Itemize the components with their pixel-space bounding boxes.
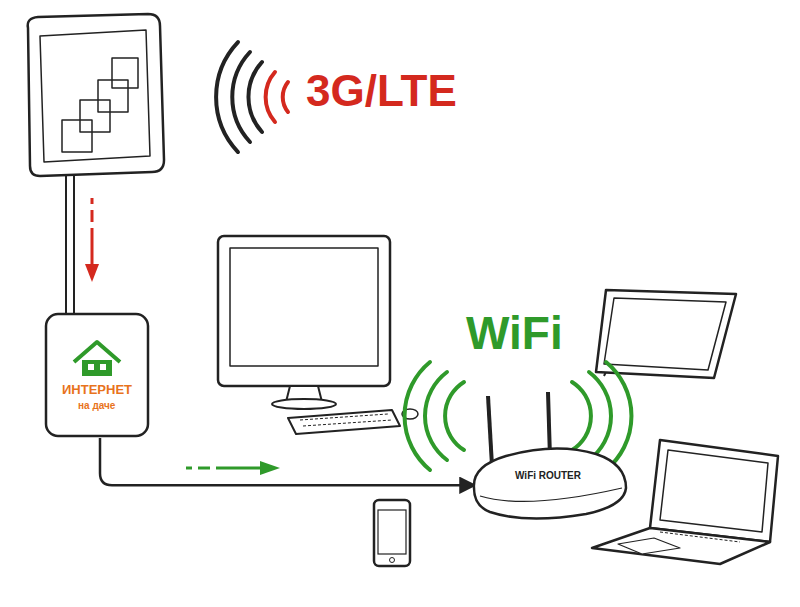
house-logo: [74, 342, 120, 376]
desktop-computer: [218, 236, 418, 434]
laptop: [592, 440, 778, 564]
cable: [100, 438, 475, 485]
lte-antenna: [28, 14, 164, 314]
tablet: [596, 290, 736, 378]
logo-subtitle: на даче: [78, 400, 115, 411]
network-label: 3G/LTE: [306, 66, 457, 116]
radio-waves: [216, 42, 288, 152]
wifi-label: WiFi: [466, 306, 563, 360]
logo-title: ИНТЕРНЕТ: [62, 382, 132, 397]
smartphone: [374, 500, 410, 566]
node-outline: [44, 312, 150, 438]
signal-arrow: [85, 198, 99, 282]
modem-box: ИНТЕРНЕТ на даче: [44, 312, 150, 438]
wifi-router: WiFi ROUTER: [466, 436, 630, 524]
router-body: [474, 392, 626, 519]
data-arrow: [186, 461, 280, 475]
router-label: WiFi ROUTER: [515, 470, 581, 481]
